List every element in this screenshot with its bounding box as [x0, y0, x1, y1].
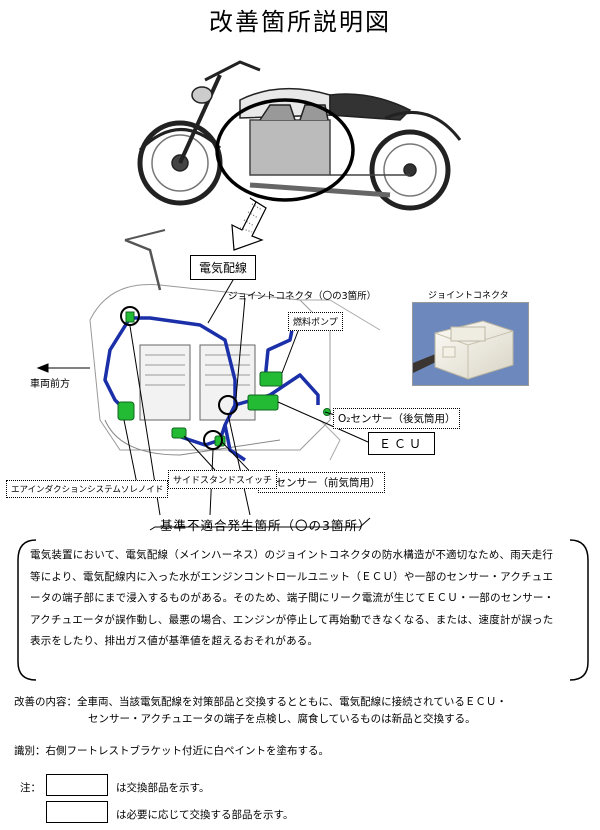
improvement-label: 改善の内容：	[14, 696, 77, 708]
improvement-text-1: 全車両、当該電気配線を対策部品と交換するとともに、電気配線に接続されているＥＣＵ…	[77, 696, 507, 708]
electrical-wiring-label: 電気配線	[190, 255, 257, 280]
rear-o2-sensor-label: O₂センサー（後気筒用）	[333, 408, 461, 429]
solenoid-label: エアインダクションシステムソレノイド	[6, 480, 169, 498]
front-o2-sensor-label: O₂センサー（前気筒用）	[258, 472, 386, 493]
arrow-left-icon	[36, 363, 90, 373]
vehicle-front-label: 車両前方	[30, 379, 70, 390]
detail-view	[89, 229, 381, 461]
joint-connector-1	[125, 311, 135, 323]
rear-o2-part	[323, 408, 331, 416]
side-stand-switch-part	[171, 427, 187, 439]
nonconformity-location-label: 基準不適合発生箇所（〇の3箇所）	[160, 518, 372, 533]
motorcycle-illustration	[36, 60, 462, 531]
note-label: 注：	[20, 782, 41, 794]
ecu-label: ＥＣＵ	[368, 432, 436, 455]
legend-text-as-needed: は必要に応じて交換する部品を示す。	[116, 809, 294, 821]
fuel-pump-label: 燃料ポンプ	[288, 312, 343, 331]
photo-title: ジョイントコネクタ	[428, 291, 509, 301]
legend-text-replacement: は交換部品を示す。	[116, 782, 210, 794]
ecu-part	[247, 394, 279, 411]
solenoid-part	[117, 401, 135, 421]
legend-swatch-as-needed	[46, 801, 108, 823]
nonconformity-bracket	[149, 517, 371, 531]
improvement-text-2: センサー・アクチュエータの端子を点検し、腐食しているものは新品と交換する。	[88, 713, 476, 725]
highlight-ellipse	[215, 98, 355, 202]
fuel-pump-part	[259, 371, 283, 387]
joint-connector-photo	[412, 302, 529, 386]
zoom-arrow	[231, 197, 267, 251]
page-title: 改善箇所説明図	[209, 8, 391, 36]
identification-text: 識別：右側フートレストブラケット付近に白ペイントを塗布する。	[14, 745, 329, 757]
motorcycle-side-view	[137, 60, 462, 211]
joint-connector-note: ジョイントコネクタ（〇の3箇所）	[228, 291, 377, 302]
improvement-section: 改善の内容：全車両、当該電気配線を対策部品と交換するとともに、電気配線に接続され…	[14, 694, 594, 728]
legend-swatch-replacement	[46, 774, 108, 796]
defect-description: 電気装置において、電気配線（メインハーネス）のジョイントコネクタの防水構造が不適…	[30, 549, 555, 647]
side-stand-switch-label: サイドスタンドスイッチ	[168, 470, 278, 489]
